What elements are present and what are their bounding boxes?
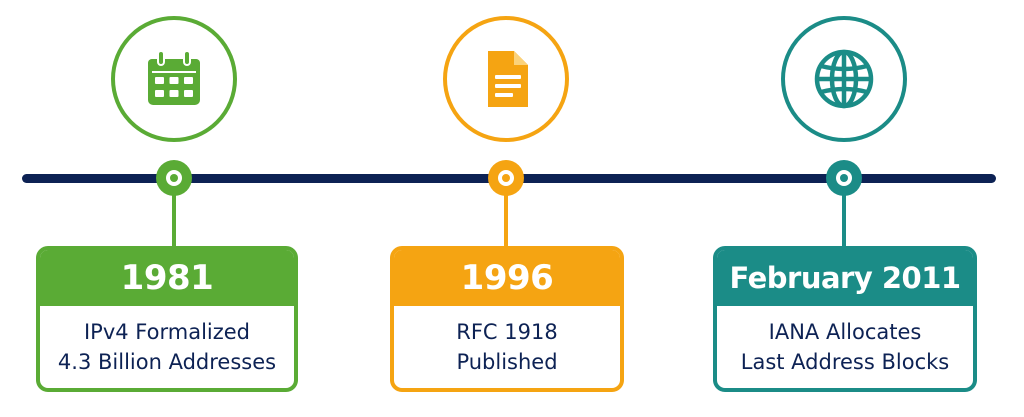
event-line-1: RFC 1918 [456,320,558,344]
globe-icon-circle [781,16,907,142]
connector-line [842,192,846,248]
event-description: IANA Allocates Last Address Blocks [717,306,973,388]
event-description: IPv4 Formalized 4.3 Billion Addresses [40,306,294,388]
calendar-icon-circle [111,16,237,142]
event-line-2: 4.3 Billion Addresses [57,350,277,374]
globe-icon [814,49,874,109]
event-card: 1981 IPv4 Formalized 4.3 Billion Address… [36,246,298,392]
connector-line [172,192,176,248]
timeline-node [826,160,862,196]
timeline-node [156,160,192,196]
timeline-node [488,160,524,196]
event-description: RFC 1918 Published [394,306,620,388]
event-date: February 2011 [717,250,973,306]
event-date: 1981 [40,250,294,306]
calendar-icon [148,50,200,105]
event-line-1: IANA Allocates [768,320,922,344]
event-line-1: IPv4 Formalized [83,320,251,344]
connector-line [504,192,508,248]
event-date: 1996 [394,250,620,306]
event-line-2: Published [456,350,558,374]
event-line-2: Last Address Blocks [740,350,950,374]
document-icon [488,51,528,107]
event-card: 1996 RFC 1918 Published [390,246,624,392]
document-icon-circle [443,16,569,142]
event-card: February 2011 IANA Allocates Last Addres… [713,246,977,392]
